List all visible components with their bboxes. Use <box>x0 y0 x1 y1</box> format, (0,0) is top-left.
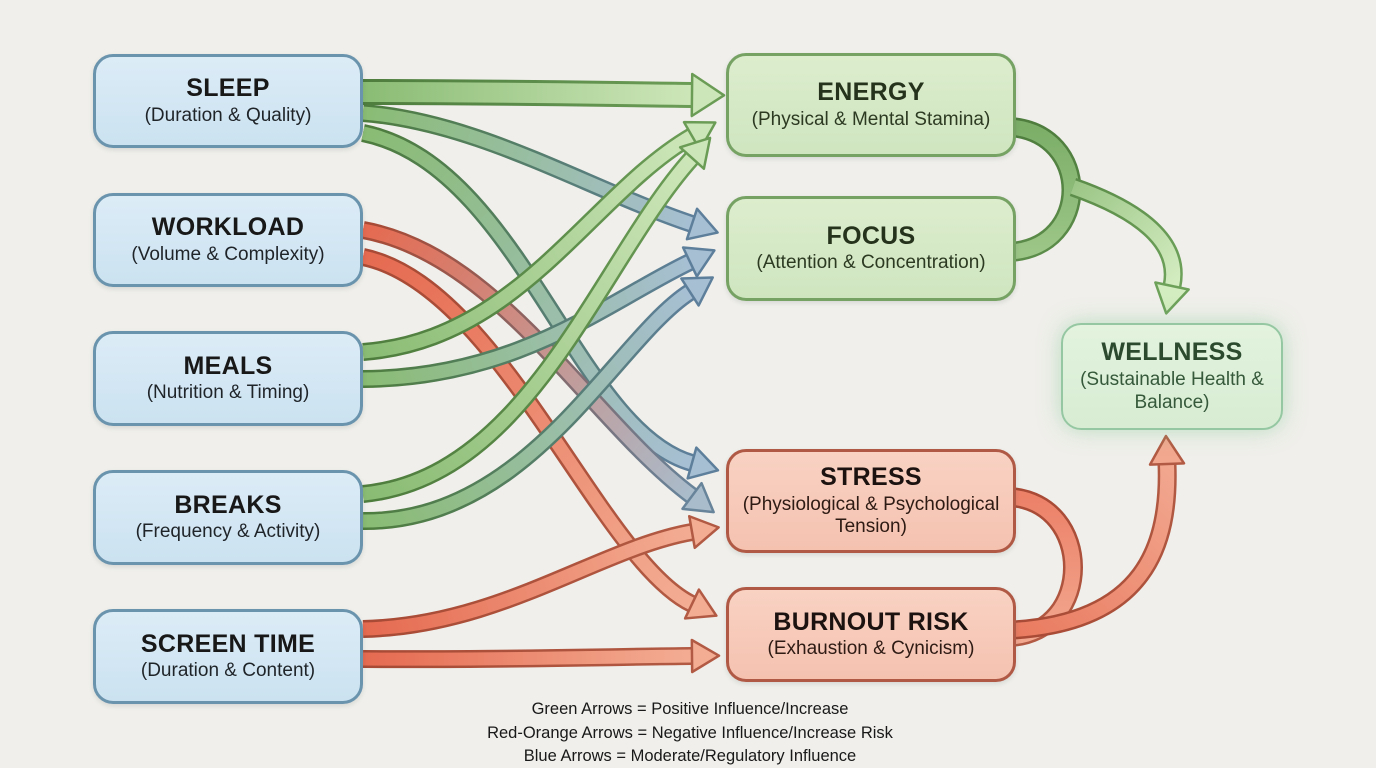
arrowhead <box>682 120 717 152</box>
arrowhead <box>678 136 712 170</box>
arrow-energy_focus-to-wellness-positive <box>1069 178 1190 315</box>
node-stress: STRESS (Physiological & Psychological Te… <box>726 449 1016 553</box>
node-sleep-subtitle: (Duration & Quality) <box>144 104 312 126</box>
node-workload-subtitle: (Volume & Complexity) <box>131 243 325 265</box>
node-sleep-title: SLEEP <box>186 74 270 103</box>
arrowhead <box>683 588 718 620</box>
arrowhead <box>686 446 720 480</box>
node-workload: WORKLOAD (Volume & Complexity) <box>93 193 363 287</box>
arrowhead <box>690 72 726 118</box>
node-focus-title: FOCUS <box>826 221 916 250</box>
legend: Green Arrows = Positive Influence/Increa… <box>420 698 960 768</box>
arrow-meals-to-energy-positive <box>362 120 717 361</box>
legend-line-green: Green Arrows = Positive Influence/Increa… <box>531 700 849 718</box>
arrow-energy_focus-to-wellness-positive <box>1008 117 1082 262</box>
node-focus-subtitle: (Attention & Concentration) <box>756 252 986 274</box>
node-breaks-subtitle: (Frequency & Activity) <box>135 521 321 543</box>
node-wellness-title: WELLNESS <box>1101 338 1243 367</box>
arrow-workload-to-burnout-negative <box>360 248 718 620</box>
arrow-sleep-to-focus-moderate <box>362 104 719 241</box>
arrowhead <box>690 638 721 674</box>
node-energy: ENERGY (Physical & Mental Stamina) <box>726 53 1016 157</box>
arrow-breaks-to-focus-moderate <box>362 276 714 531</box>
arrowhead <box>685 207 719 241</box>
arrow-meals-to-focus-moderate <box>362 246 716 388</box>
node-wellness-subtitle: (Sustainable Health & Balance) <box>1080 369 1264 413</box>
arrowhead <box>1148 434 1186 466</box>
node-meals: MEALS (Nutrition & Timing) <box>93 331 363 426</box>
node-workload-title: WORKLOAD <box>151 213 305 242</box>
arrow-sleep-to-stress-moderate <box>361 124 720 480</box>
node-breaks: BREAKS (Frequency & Activity) <box>93 470 363 565</box>
node-burnout-subtitle: (Exhaustion & Cynicism) <box>767 638 975 660</box>
node-screentime-title: SCREEN TIME <box>140 629 316 658</box>
arrow-screentime-to-burnout-negative <box>362 638 721 674</box>
arrow-sleep-to-energy-positive <box>362 72 726 118</box>
arrowhead <box>680 276 714 307</box>
node-breaks-title: BREAKS <box>174 490 282 519</box>
node-wellness: WELLNESS (Sustainable Health & Balance) <box>1061 323 1283 430</box>
node-screentime: SCREEN TIME (Duration & Content) <box>93 609 363 704</box>
node-focus: FOCUS (Attention & Concentration) <box>726 196 1016 301</box>
arrow-breaks-to-energy-positive <box>362 136 712 503</box>
node-energy-subtitle: (Physical & Mental Stamina) <box>751 108 991 130</box>
arrowhead <box>681 481 715 514</box>
legend-line-red: Red-Orange Arrows = Negative Influence/I… <box>487 723 893 742</box>
node-energy-title: ENERGY <box>817 78 925 107</box>
legend-line-blue: Blue Arrows = Moderate/Regulatory Influe… <box>523 747 857 766</box>
arrowhead <box>1154 281 1190 315</box>
node-stress-subtitle: (Physiological & Psychological Tension) <box>742 493 1000 538</box>
node-burnout-title: BURNOUT RISK <box>773 607 969 636</box>
node-meals-title: MEALS <box>183 351 273 380</box>
node-screentime-subtitle: (Duration & Content) <box>140 660 316 682</box>
arrow-stress_burnout-to-wellness-negative <box>1012 434 1186 640</box>
arrowhead <box>681 246 716 278</box>
node-burnout: BURNOUT RISK (Exhaustion & Cynicism) <box>726 587 1016 682</box>
node-stress-title: STRESS <box>820 462 922 491</box>
node-meals-subtitle: (Nutrition & Timing) <box>146 382 310 404</box>
arrow-screentime-to-stress-negative <box>362 514 720 638</box>
arrowhead <box>688 514 720 550</box>
node-sleep: SLEEP (Duration & Quality) <box>93 54 363 148</box>
